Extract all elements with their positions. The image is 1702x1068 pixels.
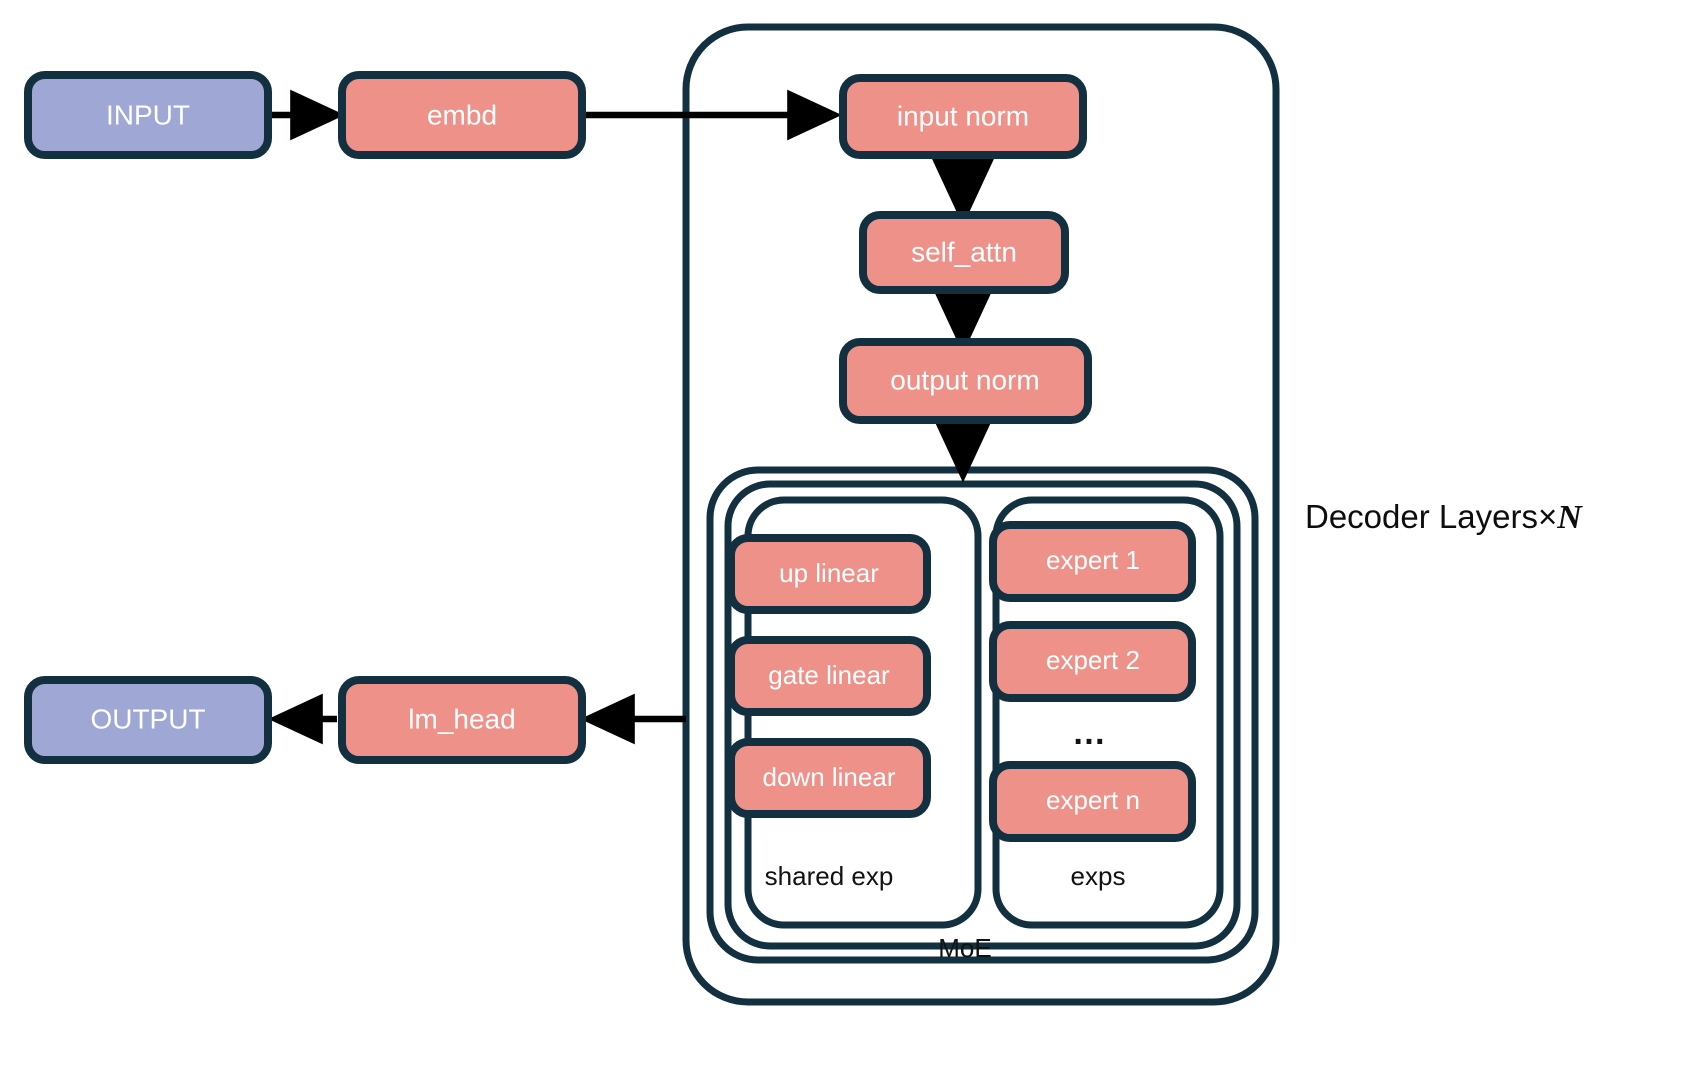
node-self-attn-label: self_attn [911,236,1017,267]
node-gate-linear-box[interactable] [727,636,931,716]
node-lm-head-label: lm_head [408,703,515,734]
node-gate-linear-label: gate linear [768,660,890,690]
moe-border-inner [724,480,1241,950]
node-expert-1-label: expert 1 [1046,545,1140,575]
node-self-attn-box[interactable] [859,211,1069,294]
node-expert-2[interactable]: expert 2 [989,621,1196,702]
node-embd-label: embd [427,99,497,130]
node-output-label: OUTPUT [90,703,205,734]
exps-group-border [992,496,1224,929]
expert-ellipsis: … [1072,714,1108,752]
decoder-layer-container [682,23,1280,1006]
node-down-linear[interactable]: down linear [727,738,931,818]
node-self-attn[interactable]: self_attn [859,211,1069,294]
node-expert-2-label: expert 2 [1046,645,1140,675]
node-up-linear-label: up linear [779,558,879,588]
connectors [268,89,995,745]
decoder-layers-annotation: Decoder Layers×N [1305,498,1582,537]
node-output-box[interactable] [24,676,272,764]
node-input-label: INPUT [106,99,190,130]
decoder-layers-annotation-text: Decoder Layers× [1305,498,1558,535]
node-expert-n-box[interactable] [989,761,1196,842]
node-output-norm-box[interactable] [839,338,1092,424]
decoder-outer-border [682,23,1280,1006]
node-embd[interactable]: embd [338,71,586,159]
node-expert-1-box[interactable] [989,521,1196,602]
node-down-linear-box[interactable] [727,738,931,818]
node-up-linear-box[interactable] [727,534,931,614]
node-expert-n[interactable]: expert n [989,761,1196,842]
node-output-norm-label: output norm [890,364,1039,395]
node-input-box[interactable] [24,71,272,159]
decoder-layers-count-n: N [1557,499,1582,536]
node-down-linear-label: down linear [763,762,896,792]
node-input-norm-box[interactable] [839,74,1087,159]
node-gate-linear[interactable]: gate linear [727,636,931,716]
node-input-norm-label: input norm [897,100,1029,131]
node-lm-head-box[interactable] [338,676,586,764]
node-expert-n-label: expert n [1046,785,1140,815]
node-output[interactable]: OUTPUT [24,676,272,764]
node-embd-box[interactable] [338,71,586,159]
node-input[interactable]: INPUT [24,71,272,159]
node-expert-2-box[interactable] [989,621,1196,702]
node-lm-head[interactable]: lm_head [338,676,586,764]
node-up-linear[interactable]: up linear [727,534,931,614]
exps-group-label: exps [1071,861,1126,891]
shared-exp-group-label: shared exp [765,861,894,891]
moe-group-label: MoE [938,933,991,963]
node-input-norm[interactable]: input norm [839,74,1087,159]
node-output-norm[interactable]: output norm [839,338,1092,424]
node-expert-1[interactable]: expert 1 [989,521,1196,602]
